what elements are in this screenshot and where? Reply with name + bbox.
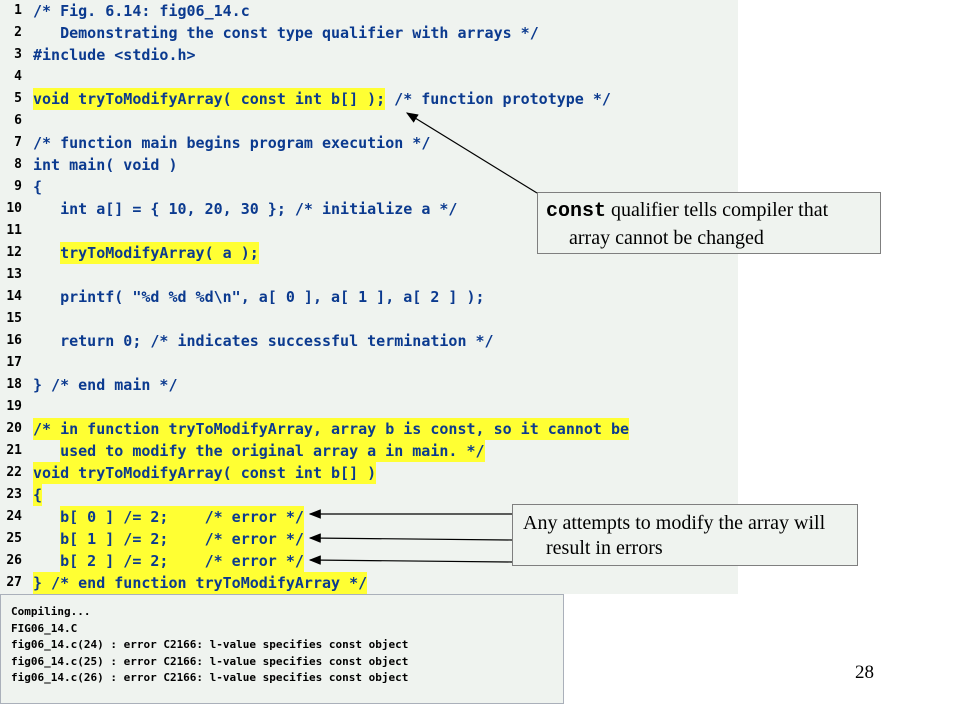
code-text: b[ 0 ] /= 2; /* error */ [60, 506, 304, 528]
code-text: void tryToModifyArray( const int b[] ) [33, 462, 377, 484]
line-number: 18 [6, 377, 22, 392]
code-line: 2 Demonstrating the const type qualifier… [0, 22, 738, 44]
code-text: void tryToModifyArray( const int b[] ); [33, 88, 386, 110]
code-text: } /* end function tryToModifyArray */ [33, 572, 368, 594]
line-number: 21 [6, 443, 22, 458]
line-number: 5 [14, 91, 22, 106]
callout-const-keyword: const [546, 200, 607, 223]
callout-const-qualifier: const qualifier tells compiler that arra… [537, 192, 881, 254]
line-number: 23 [6, 487, 22, 502]
code-text: return 0; /* indicates successful termin… [33, 332, 494, 350]
line-number: 8 [14, 157, 22, 172]
code-line: 12 tryToModifyArray( a ); [0, 242, 738, 264]
code-line: 22 void tryToModifyArray( const int b[] ) [0, 462, 738, 484]
line-number: 13 [6, 267, 22, 282]
code-line: 17 [0, 352, 738, 374]
code-text: { [33, 178, 43, 196]
code-line: 25 b[ 1 ] /= 2; /* error */ [0, 528, 738, 550]
code-text: Demonstrating the const type qualifier w… [33, 24, 539, 42]
code-line: 26 b[ 2 ] /= 2; /* error */ [0, 550, 738, 572]
code-line: 3 #include <stdio.h> [0, 44, 738, 66]
page-number: 28 [855, 662, 874, 683]
arrow-to-line-26 [308, 555, 513, 565]
line-number: 16 [6, 333, 22, 348]
line-number: 14 [6, 289, 22, 304]
code-line: 21 used to modify the original array a in… [0, 440, 738, 462]
code-line: 16 return 0; /* indicates successful ter… [0, 330, 738, 352]
code-line: 4 [0, 66, 738, 88]
arrow-to-line-25 [308, 533, 513, 543]
code-text: #include <stdio.h> [33, 46, 196, 64]
line-number: 11 [6, 223, 22, 238]
compiler-output-line: fig06_14.c(25) : error C2166: l-value sp… [11, 654, 409, 668]
code-line: 1 /* Fig. 6.14: fig06_14.c [0, 0, 738, 22]
callout-errors: Any attempts to modify the array will re… [512, 504, 858, 566]
line-number: 15 [6, 311, 22, 326]
code-text: /* Fig. 6.14: fig06_14.c [33, 2, 250, 20]
compiler-output-panel: Compiling... FIG06_14.C fig06_14.c(24) : e… [0, 594, 564, 704]
code-line: 9{ [0, 176, 738, 198]
line-number: 17 [6, 355, 22, 370]
code-line: 6 [0, 110, 738, 132]
compiler-output-line: fig06_14.c(26) : error C2166: l-value sp… [11, 671, 409, 684]
line-number: 19 [6, 399, 22, 414]
code-text: int a[] = { 10, 20, 30 }; /* initialize … [33, 200, 458, 218]
code-line: 11 [0, 220, 738, 242]
code-line: 8 int main( void ) [0, 154, 738, 176]
code-line: 19 [0, 396, 738, 418]
code-text: b[ 1 ] /= 2; /* error */ [60, 528, 304, 550]
line-number: 3 [14, 47, 22, 62]
line-number: 6 [14, 113, 22, 128]
line-number: 7 [14, 135, 22, 150]
line-number: 20 [6, 421, 22, 436]
code-line: 15 [0, 308, 738, 330]
code-line: 13 [0, 264, 738, 286]
code-line: 20 /* in function tryToModifyArray, array… [0, 418, 738, 440]
callout-errors-text-1: Any attempts to modify the array will [523, 512, 826, 534]
compiler-output-line: Compiling... [11, 605, 91, 618]
code-text: b[ 2 ] /= 2; /* error */ [60, 550, 304, 572]
code-text: { [33, 484, 43, 506]
line-number: 25 [6, 531, 22, 546]
arrow-to-prototype [405, 112, 538, 194]
line-number: 26 [6, 553, 22, 568]
code-line: 24 b[ 0 ] /= 2; /* error */ [0, 506, 738, 528]
line-number: 10 [6, 201, 22, 216]
code-text: /* in function tryToModifyArray, array b… [33, 418, 630, 440]
code-line: 14 printf( "%d %d %d\n", a[ 0 ], a[ 1 ],… [0, 286, 738, 308]
compiler-output-line: FIG06_14.C [11, 621, 78, 635]
code-panel: 1 /* Fig. 6.14: fig06_14.c 2 Demonstrating… [0, 0, 738, 594]
code-text: printf( "%d %d %d\n", a[ 0 ], a[ 1 ], a[… [33, 288, 485, 306]
code-text: /* function main begins program executio… [33, 134, 431, 152]
line-number: 24 [6, 509, 22, 524]
code-text: int main( void ) [33, 156, 178, 174]
code-text: } /* end main */ [33, 376, 178, 394]
compiler-output-line: fig06_14.c(24) : error C2166: l-value sp… [11, 638, 409, 651]
code-text: used to modify the original array a in m… [60, 440, 485, 462]
line-number: 1 [14, 3, 22, 18]
code-line: 23 { [0, 484, 738, 506]
line-number: 9 [14, 179, 22, 194]
callout-errors-text-2: result in errors [546, 537, 663, 559]
code-text-unhighlighted: /* function prototype */ [385, 90, 611, 108]
callout-const-text-2: array cannot be changed [569, 227, 764, 249]
code-line: 7 /* function main begins program executi… [0, 132, 738, 154]
callout-const-text-1: qualifier tells compiler that [606, 199, 829, 221]
line-number: 27 [6, 575, 22, 590]
code-line: 5 void tryToModifyArray( const int b[] );… [0, 88, 738, 110]
line-number: 2 [14, 25, 22, 40]
code-line: 18 } /* end main */ [0, 374, 738, 396]
code-line: 27 } /* end function tryToModifyArray */ [0, 572, 738, 594]
line-number: 12 [6, 245, 22, 260]
line-number: 22 [6, 465, 22, 480]
line-number: 4 [14, 69, 22, 84]
code-text: tryToModifyArray( a ); [60, 242, 259, 264]
code-line: 10 int a[] = { 10, 20, 30 }; /* initiali… [0, 198, 738, 220]
